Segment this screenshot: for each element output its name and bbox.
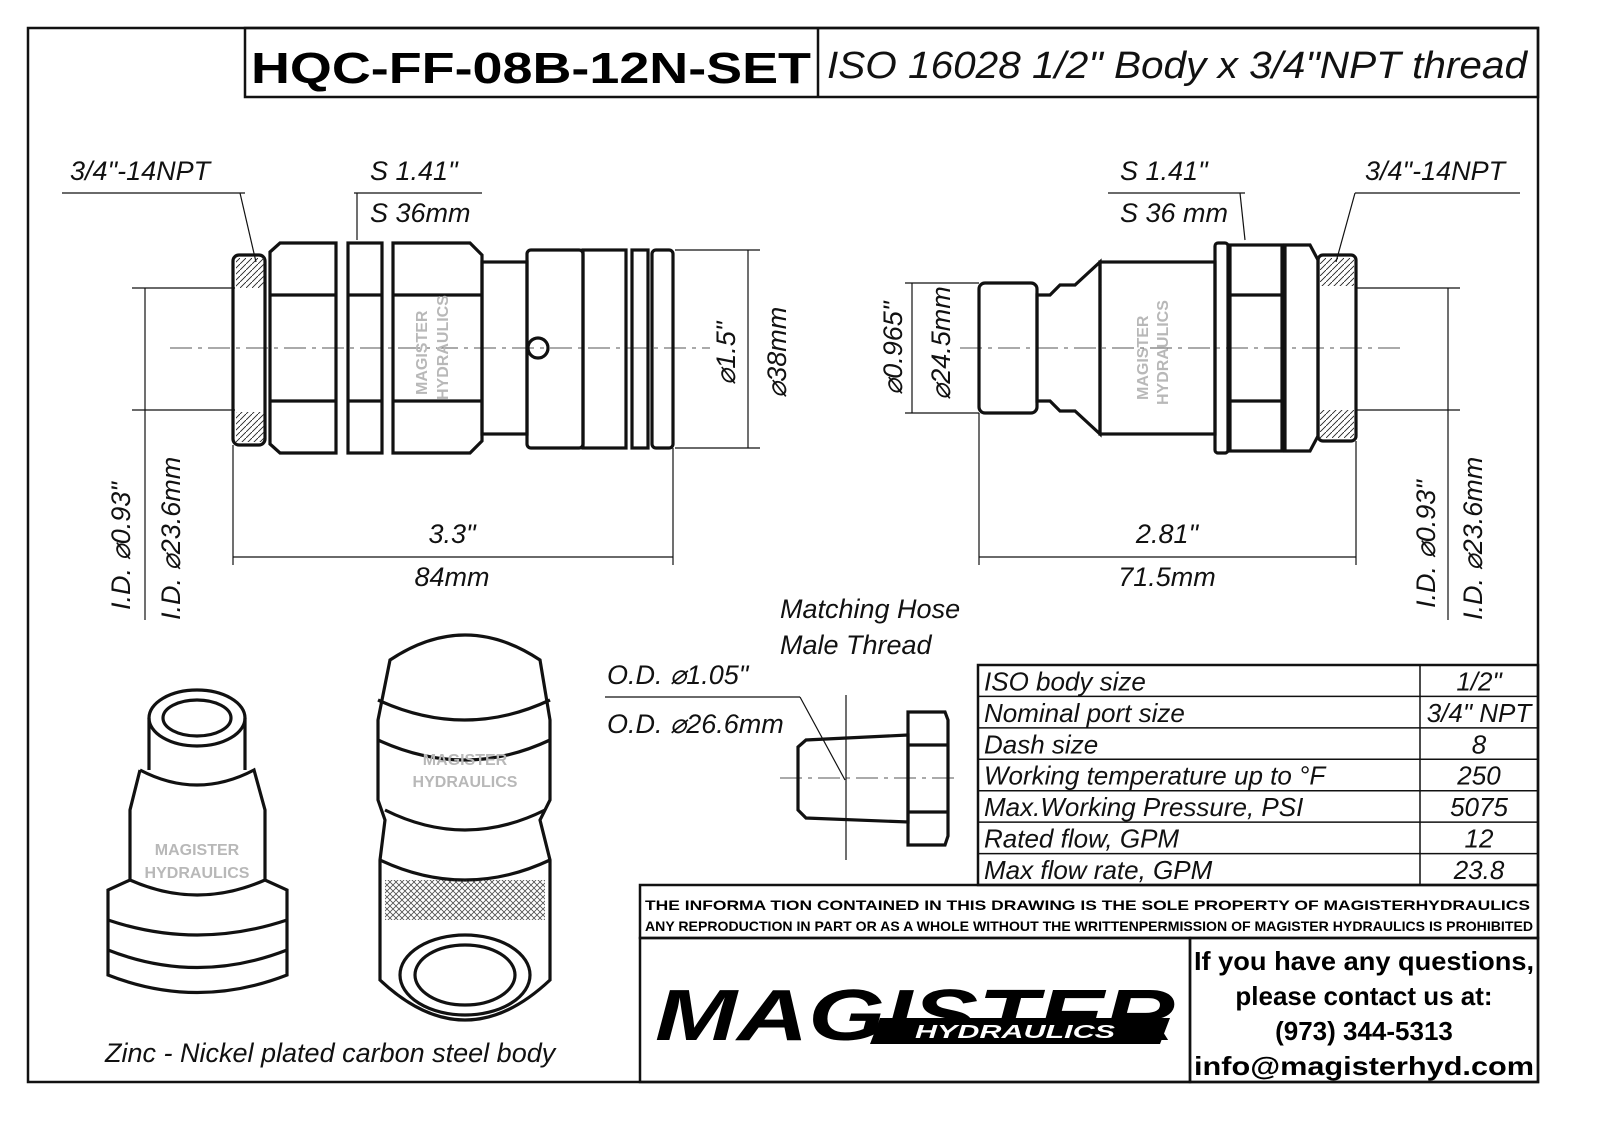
company-logo: MAGISTER HYDRAULICS (638, 936, 1192, 1084)
female-length-in: 3.3" (428, 519, 477, 549)
contact-line-2: please contact us at: (1235, 981, 1492, 1011)
spec-label: Max flow rate, GPM (984, 855, 1213, 885)
part-description: ISO 16028 1/2" Body x 3/4"NPT thread (827, 45, 1529, 87)
watermark-line1: MAGISTER (1135, 315, 1152, 400)
disclaimer-block: THE INFORMA TION CONTAINED IN THIS DRAWI… (638, 883, 1540, 940)
male-tip-mm: ⌀24.5mm (926, 286, 956, 400)
contact-phone[interactable]: (973) 344-5313 (1275, 1016, 1453, 1046)
contact-line-1: If you have any questions, (1194, 946, 1534, 976)
watermark-line1: MAGISTER (155, 842, 240, 859)
female-id-mm: I.D. ⌀23.6mm (156, 457, 186, 620)
watermark-line2: HYDRAULICS (413, 774, 518, 791)
isometric-plug: MAGISTER HYDRAULICS (106, 688, 289, 995)
disclaimer-line-2: ANY REPRODUCTION IN PART OR AS A WHOLE W… (645, 918, 1533, 934)
hose-thread-title-1: Matching Hose (780, 594, 960, 624)
material-caption: Zinc - Nickel plated carbon steel body (104, 1038, 557, 1068)
male-length-in: 2.81" (1135, 519, 1200, 549)
hose-thread-title-2: Male Thread (780, 630, 933, 660)
male-hex-mm: S 36 mm (1120, 198, 1228, 228)
spec-value: 250 (1456, 761, 1501, 791)
contact-email[interactable]: info@magisterhyd.com (1194, 1051, 1534, 1081)
hose-thread-view: Matching Hose Male Thread O.D. ⌀1.05" O.… (605, 594, 960, 860)
spec-label: Working temperature up to °F (984, 761, 1327, 791)
male-thread-label: 3/4"-14NPT (1365, 156, 1508, 186)
hose-od-in: O.D. ⌀1.05" (607, 660, 750, 690)
watermark-line2: HYDRAULICS (435, 295, 452, 400)
contact-block: If you have any questions, please contac… (1188, 936, 1540, 1084)
female-thread-label: 3/4"-14NPT (70, 156, 213, 186)
spec-value: 8 (1472, 729, 1487, 759)
male-length-mm: 71.5mm (1118, 562, 1216, 592)
part-number: HQC-FF-08B-12N-SET (251, 44, 811, 93)
female-od-mm: ⌀38mm (762, 307, 792, 398)
spec-label: ISO body size (984, 666, 1146, 696)
watermark-line2: HYDRAULICS (145, 865, 250, 882)
spec-label: Nominal port size (984, 698, 1185, 728)
male-tip-in: ⌀0.965" (878, 300, 908, 395)
title-block: HQC-FF-08B-12N-SET ISO 16028 1/2" Body x… (243, 26, 1540, 99)
spec-value: 5075 (1450, 792, 1508, 822)
female-id-in: I.D. ⌀0.93" (106, 481, 136, 610)
male-id-mm: I.D. ⌀23.6mm (1458, 457, 1488, 620)
spec-label: Max.Working Pressure, PSI (984, 792, 1303, 822)
female-hex-mm: S 36mm (370, 198, 471, 228)
spec-value: 1/2" (1456, 666, 1503, 696)
spec-value: 23.8 (1453, 855, 1505, 885)
watermark-line1: MAGISTER (414, 310, 431, 395)
spec-label: Rated flow, GPM (984, 824, 1179, 854)
spec-label: Dash size (984, 729, 1098, 759)
spec-value: 3/4" NPT (1427, 698, 1534, 728)
isometric-coupler: MAGISTER HYDRAULICS (376, 633, 552, 1022)
spec-value: 12 (1465, 824, 1494, 854)
spec-table: ISO body size 1/2" Nominal port size 3/4" N… (976, 663, 1540, 887)
male-plug-view: MAGISTER HYDRAULICS S 1.41" S 36 mm 3/4"… (878, 156, 1520, 620)
female-coupler-view: MAGISTER HYDRAULICS 3/4"-14NPT S 1.41" S… (62, 156, 792, 620)
disclaimer-line-1: THE INFORMA TION CONTAINED IN THIS DRAWI… (645, 897, 1530, 913)
female-od-in: ⌀1.5" (711, 320, 741, 385)
logo-sub: HYDRAULICS (915, 1022, 1115, 1042)
watermark-line2: HYDRAULICS (1155, 300, 1172, 405)
male-id-in: I.D. ⌀0.93" (1411, 479, 1441, 608)
hose-od-mm: O.D. ⌀26.6mm (607, 709, 784, 739)
watermark-line1: MAGISTER (423, 752, 508, 769)
female-hex-in: S 1.41" (370, 156, 459, 186)
male-hex-in: S 1.41" (1120, 156, 1209, 186)
female-length-mm: 84mm (414, 562, 489, 592)
